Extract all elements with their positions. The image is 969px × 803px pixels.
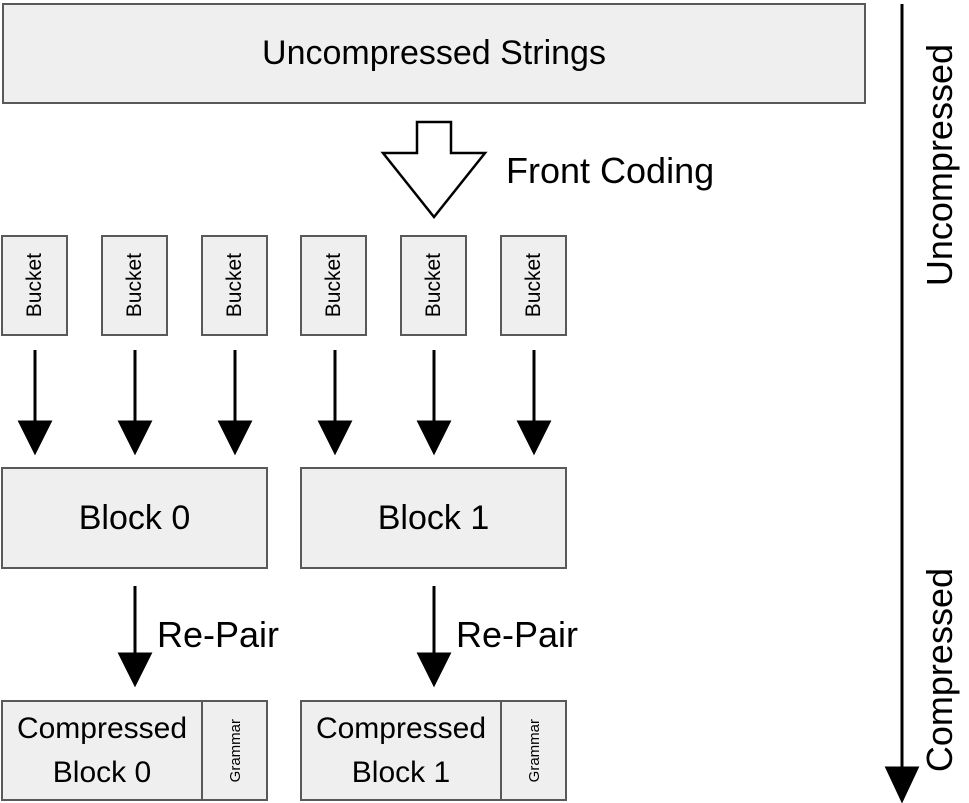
bucket-label: Bucket [22,253,46,318]
bucket-box: Bucket [400,235,467,336]
axis-compressed-label-wrap: Compressed [915,540,965,800]
bucket-arrows [17,350,552,456]
axis-uncompressed-label-wrap: Uncompressed [915,20,965,310]
compression-axis [884,4,920,803]
block-1-box: Block 1 [300,467,567,569]
axis-uncompressed-label: Uncompressed [919,43,960,287]
grammar-box: Grammar [500,702,567,799]
repair-arrows [117,586,452,688]
bucket-label: Bucket [122,253,146,318]
bucket-box: Bucket [300,235,367,336]
axis-compressed-label: Compressed [919,567,960,773]
block-0-label: Block 0 [78,498,191,537]
compressed-block-0: Compressed Block 0 Grammar [1,700,268,801]
compressed-block-name: Block 0 [52,755,152,789]
uncompressed-strings-box: Uncompressed Strings [2,3,866,104]
bucket-box: Bucket [101,235,168,336]
bucket-box: Bucket [201,235,268,336]
uncompressed-strings-label: Uncompressed Strings [262,34,606,72]
bucket-label: Bucket [321,253,345,318]
repair-label-0: Re-Pair [157,614,280,655]
repair-label-1: Re-Pair [456,614,579,655]
compressed-block-1: Compressed Block 1 Grammar [300,700,567,801]
compressed-block-1-text: Compressed Block 1 [302,702,500,799]
grammar-label: Grammar [526,718,543,783]
compressed-label: Compressed [16,711,188,745]
block-0-box: Block 0 [1,467,268,569]
grammar-label: Grammar [227,718,244,783]
block-1-label: Block 1 [377,498,490,537]
bucket-box: Bucket [500,235,567,336]
compressed-block-0-text: Compressed Block 0 [3,702,201,799]
compressed-block-name: Block 1 [351,755,451,789]
bucket-label: Bucket [521,253,545,318]
bucket-label: Bucket [222,253,246,318]
grammar-box: Grammar [201,702,268,799]
front-coding-label: Front Coding [506,150,715,191]
compressed-label: Compressed [315,711,487,745]
bucket-box: Bucket [1,235,68,336]
front-coding-arrow [380,120,488,220]
bucket-label: Bucket [421,253,445,318]
